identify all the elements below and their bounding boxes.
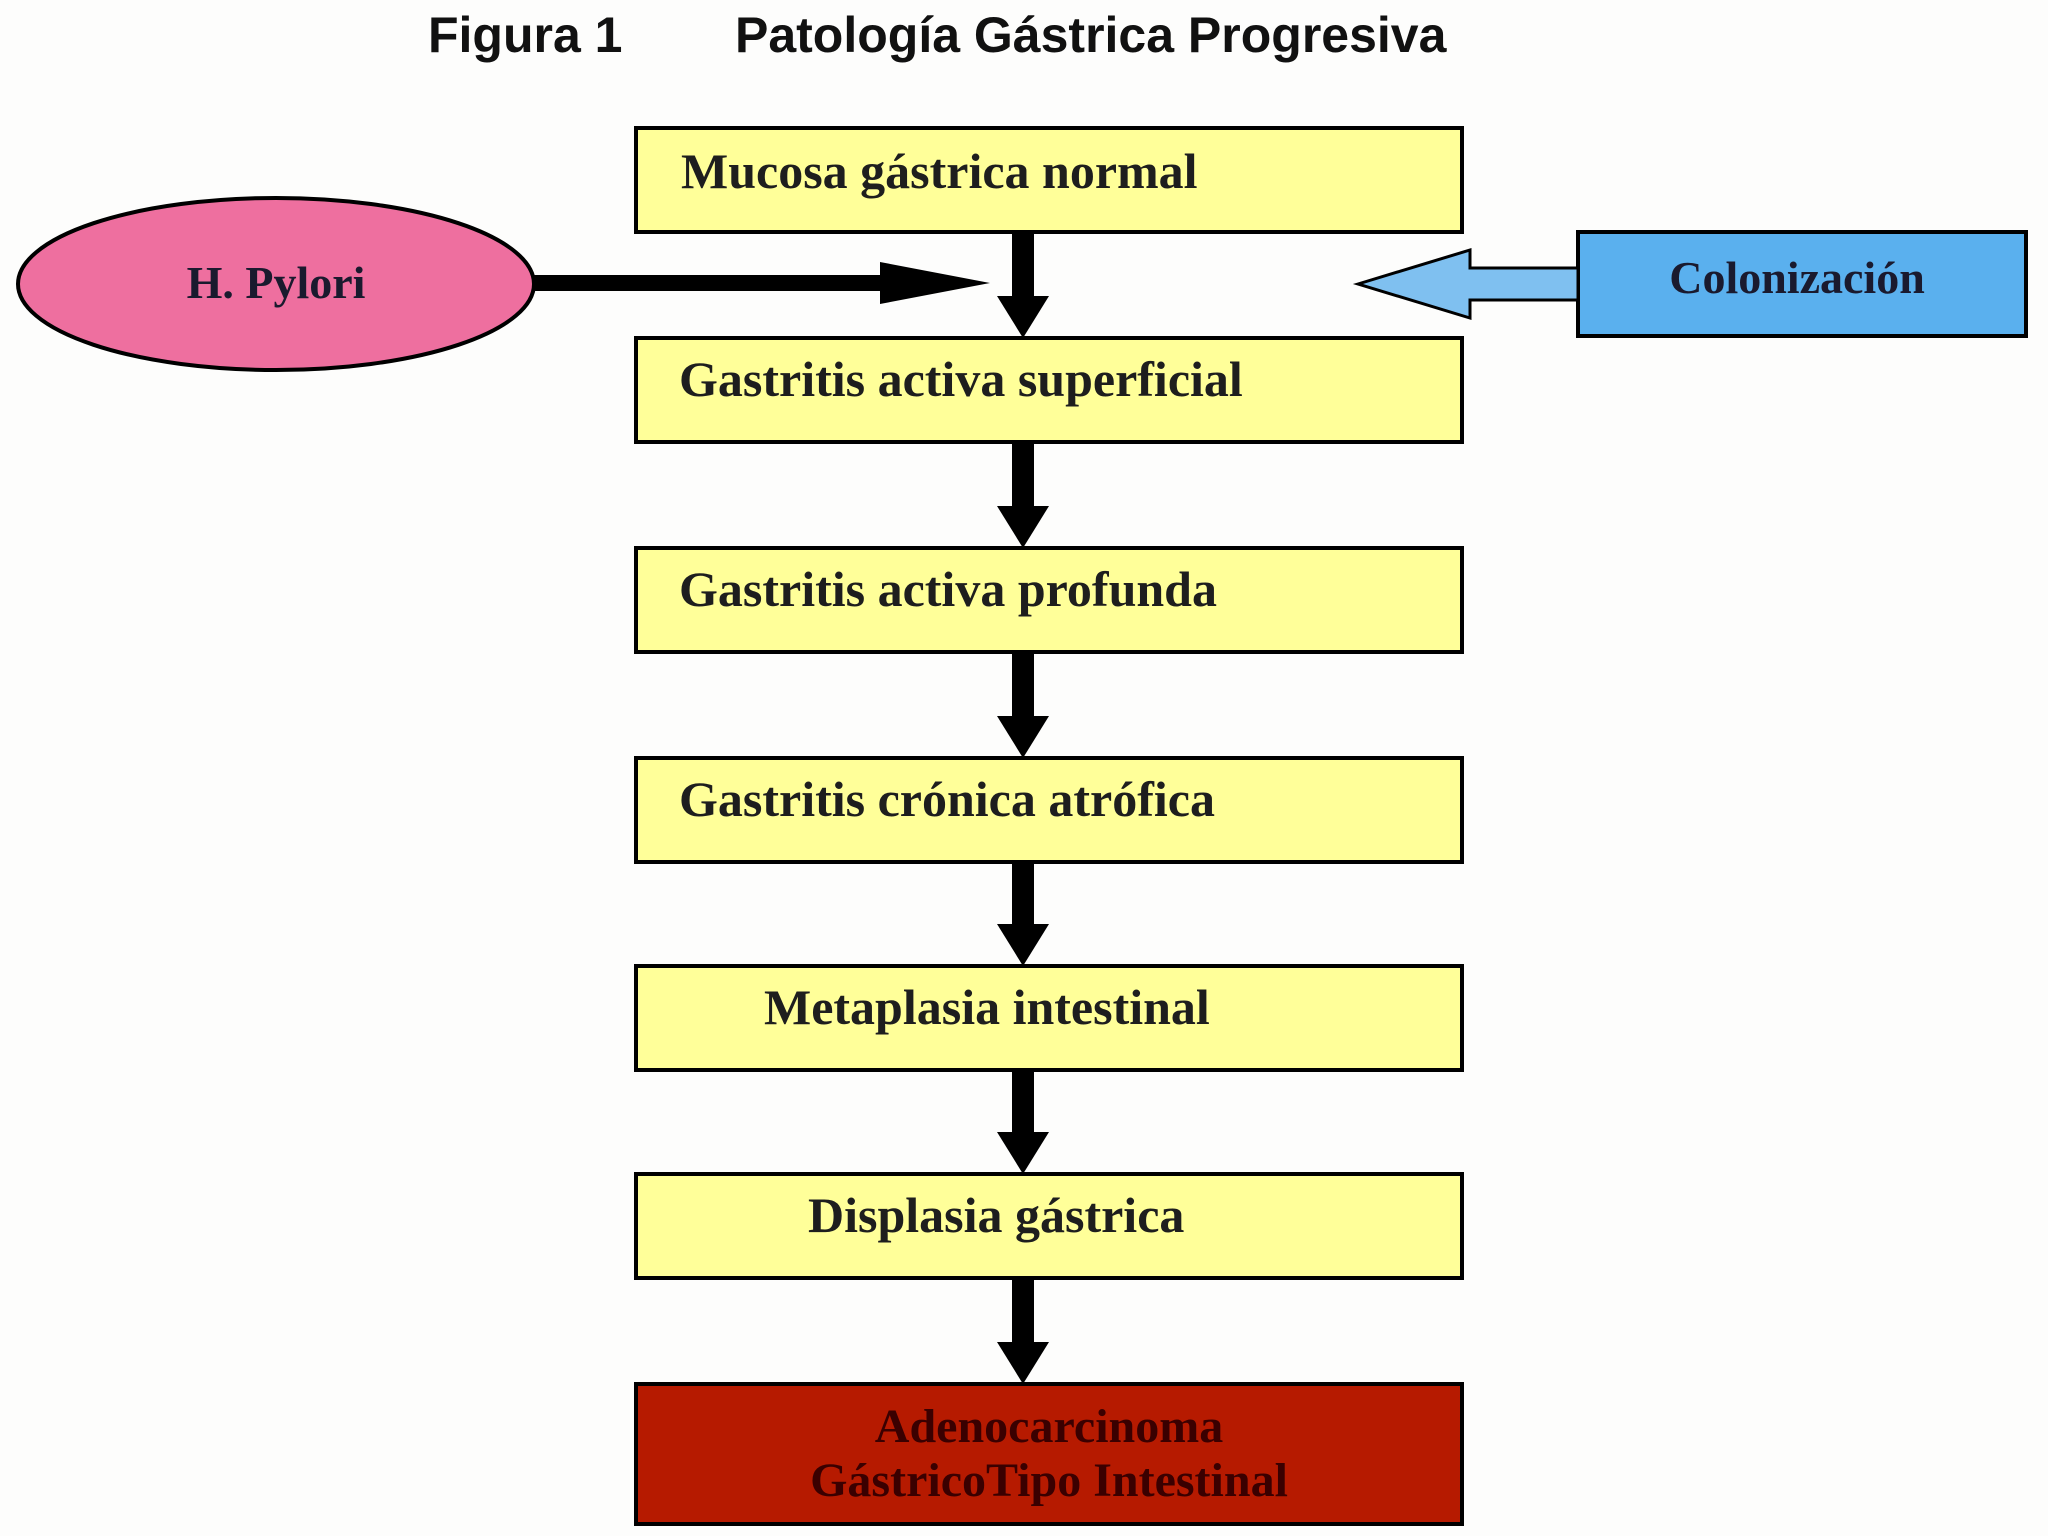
stage-label: Mucosa gástrica normal	[681, 143, 1198, 199]
figure-title: Patología Gástrica Progresiva	[735, 7, 1448, 63]
final-stage-line2: GástricoTipo Intestinal	[810, 1454, 1288, 1507]
arrow-down-1	[997, 232, 1049, 338]
stage-label: Gastritis crónica atrófica	[679, 771, 1215, 827]
stage-box-gastric-dysplasia: Displasia gástrica	[634, 1172, 1464, 1280]
stage-label: Gastritis activa superficial	[679, 351, 1243, 407]
stage-label: Gastritis activa profunda	[679, 561, 1217, 617]
arrow-right-h-pylori	[532, 262, 990, 304]
figure-label: Figura 1	[428, 7, 622, 63]
stage-box-adenocarcinoma: Adenocarcinoma GástricoTipo Intestinal	[634, 1382, 1464, 1526]
process-label: Colonización	[1669, 252, 1925, 303]
agent-ellipse-h-pylori: H. Pylori	[16, 196, 536, 372]
arrow-down-6	[997, 1278, 1049, 1384]
stage-box-superficial-gastritis: Gastritis activa superficial	[634, 336, 1464, 444]
stage-box-intestinal-metaplasia: Metaplasia intestinal	[634, 964, 1464, 1072]
final-stage-line1: Adenocarcinoma	[875, 1400, 1223, 1453]
arrow-down-4	[997, 862, 1049, 966]
arrow-down-5	[997, 1070, 1049, 1174]
stage-box-normal-mucosa: Mucosa gástrica normal	[634, 126, 1464, 234]
process-box-colonizacion: Colonización	[1576, 230, 2028, 338]
arrow-down-2	[997, 442, 1049, 548]
stage-label: Displasia gástrica	[808, 1187, 1184, 1243]
agent-label: H. Pylori	[187, 257, 366, 308]
stage-box-deep-gastritis: Gastritis activa profunda	[634, 546, 1464, 654]
arrow-down-3	[997, 652, 1049, 758]
stage-box-atrophic-gastritis: Gastritis crónica atrófica	[634, 756, 1464, 864]
stage-label: Metaplasia intestinal	[764, 979, 1210, 1035]
hollow-arrow-left-colonizacion	[1352, 247, 1580, 321]
